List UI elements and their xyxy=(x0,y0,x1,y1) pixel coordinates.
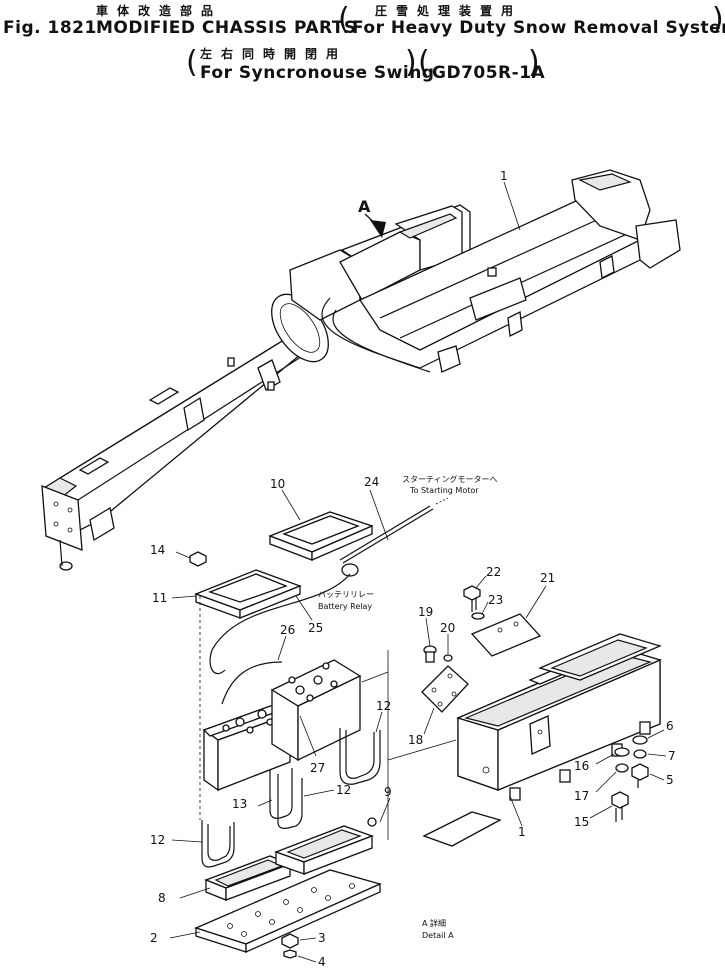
callout-15: 15 xyxy=(574,815,589,829)
callout-5: 5 xyxy=(666,773,674,787)
washer-6 xyxy=(632,735,648,745)
chassis-frame xyxy=(41,169,681,571)
callout-23: 23 xyxy=(488,593,503,607)
u-bolt-mid xyxy=(269,768,303,829)
callout-11: 11 xyxy=(152,591,167,605)
model-number: GD705R-1A xyxy=(432,63,546,83)
bolt-5 xyxy=(631,763,649,788)
starter-en-label: To Starting Motor xyxy=(409,486,479,495)
callout-4: 4 xyxy=(318,955,326,968)
washer-4 xyxy=(283,949,297,959)
base-plate-2 xyxy=(194,869,382,954)
callout-19: 19 xyxy=(418,605,433,619)
nut-14 xyxy=(189,551,207,567)
callout-12-mid: 12 xyxy=(336,783,351,797)
bolt-15 xyxy=(611,791,629,822)
callout-6: 6 xyxy=(666,719,674,733)
washer-7 xyxy=(633,749,647,759)
callout-7: 7 xyxy=(668,749,676,763)
callout-14: 14 xyxy=(150,543,165,557)
callout-1-detail: 1 xyxy=(518,825,526,839)
relay-en-label: Battery Relay xyxy=(318,602,372,611)
fitting-19 xyxy=(423,645,437,663)
cover-plate-18 xyxy=(421,665,469,713)
u-bolt-right xyxy=(339,728,381,785)
callout-3: 3 xyxy=(318,931,326,945)
callout-22: 22 xyxy=(486,565,501,579)
callout-12-right: 12 xyxy=(376,699,391,713)
nut-3 xyxy=(281,933,299,949)
callout-1-top: 1 xyxy=(500,169,508,183)
relay-cable xyxy=(209,573,351,675)
page-title: MODIFIED CHASSIS PARTS xyxy=(96,18,357,38)
paren-open-3: ( xyxy=(418,45,430,80)
battery-tray-8 xyxy=(204,855,292,901)
cable-26 xyxy=(221,661,283,705)
battery-tray-9 xyxy=(274,817,377,875)
callout-27: 27 xyxy=(310,761,325,775)
callout-26: 26 xyxy=(280,623,295,637)
battery-cover-10 xyxy=(268,511,374,561)
callout-16: 16 xyxy=(574,759,589,773)
battery-right xyxy=(270,659,362,762)
fig-label: Fig. 1821 xyxy=(3,18,97,38)
starter-jp-label: スターティングモーターへ xyxy=(402,474,498,484)
cover-21 xyxy=(470,613,542,657)
detail-a-en: Detail A xyxy=(422,931,454,940)
callout-24: 24 xyxy=(364,475,379,489)
bolt-22 xyxy=(463,585,481,612)
callout-8: 8 xyxy=(158,891,166,905)
for1-en: For Heavy Duty Snow Removal System xyxy=(352,18,725,38)
paren-close-1: ) xyxy=(712,2,724,37)
view-a-arrow: A xyxy=(358,197,386,238)
for1-jp: 圧雪処理装置用 xyxy=(375,4,523,18)
callout-12-left: 12 xyxy=(150,833,165,847)
callout-25: 25 xyxy=(308,621,323,635)
washer-16 xyxy=(614,747,630,757)
battery-cover-11 xyxy=(194,569,302,619)
callout-20: 20 xyxy=(440,621,455,635)
for2-jp: 左右同時開閉用 xyxy=(200,47,348,61)
washer-23 xyxy=(471,612,485,620)
leader-1-top xyxy=(503,181,521,231)
paren-open-2: ( xyxy=(186,45,198,80)
detail-a-jp: A 詳細 xyxy=(422,918,446,928)
relay-jp-label: バッテリリレー xyxy=(318,590,374,599)
callout-2: 2 xyxy=(150,931,158,945)
callout-10: 10 xyxy=(270,477,285,491)
paren-close-2: ) xyxy=(405,45,417,80)
paren-close-3: ) xyxy=(528,45,540,80)
callout-18: 18 xyxy=(408,733,423,747)
battery-box-1 xyxy=(422,633,662,847)
battery-left xyxy=(202,703,292,792)
callout-13: 13 xyxy=(232,797,247,811)
washer-17 xyxy=(615,763,629,773)
washer-20 xyxy=(443,654,453,662)
view-a-letter: A xyxy=(358,197,371,216)
u-bolt-left xyxy=(201,820,235,868)
paren-open-1: ( xyxy=(338,2,350,37)
callout-17: 17 xyxy=(574,789,589,803)
starter-cable xyxy=(339,489,449,577)
for2-en: For Syncronouse Swing xyxy=(200,63,435,83)
title-jp: 車体改造部品 xyxy=(96,4,223,18)
callout-21: 21 xyxy=(540,571,555,585)
